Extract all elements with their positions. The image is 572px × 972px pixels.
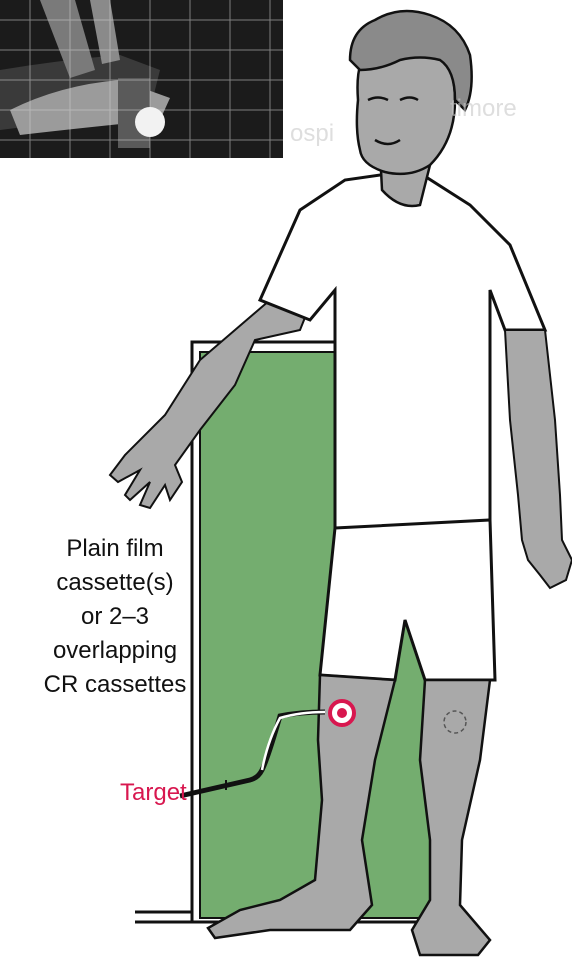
cassette-caption-line: CR cassettes — [0, 668, 230, 702]
cassette-caption-line: Plain film — [0, 532, 230, 566]
target-label: Target — [120, 776, 200, 810]
cassette-caption: Plain film cassette(s) or 2–3 overlappin… — [0, 532, 230, 702]
watermark-text: ospi — [290, 120, 334, 148]
cassette-caption-line: or 2–3 — [0, 600, 230, 634]
cassette-caption-line: cassette(s) — [0, 566, 230, 600]
watermark-text: timore — [450, 95, 517, 123]
cassette-caption-line: overlapping — [0, 634, 230, 668]
white-disc-icon — [135, 107, 165, 137]
xray-inset — [0, 0, 283, 158]
hanging-arm — [505, 330, 572, 588]
